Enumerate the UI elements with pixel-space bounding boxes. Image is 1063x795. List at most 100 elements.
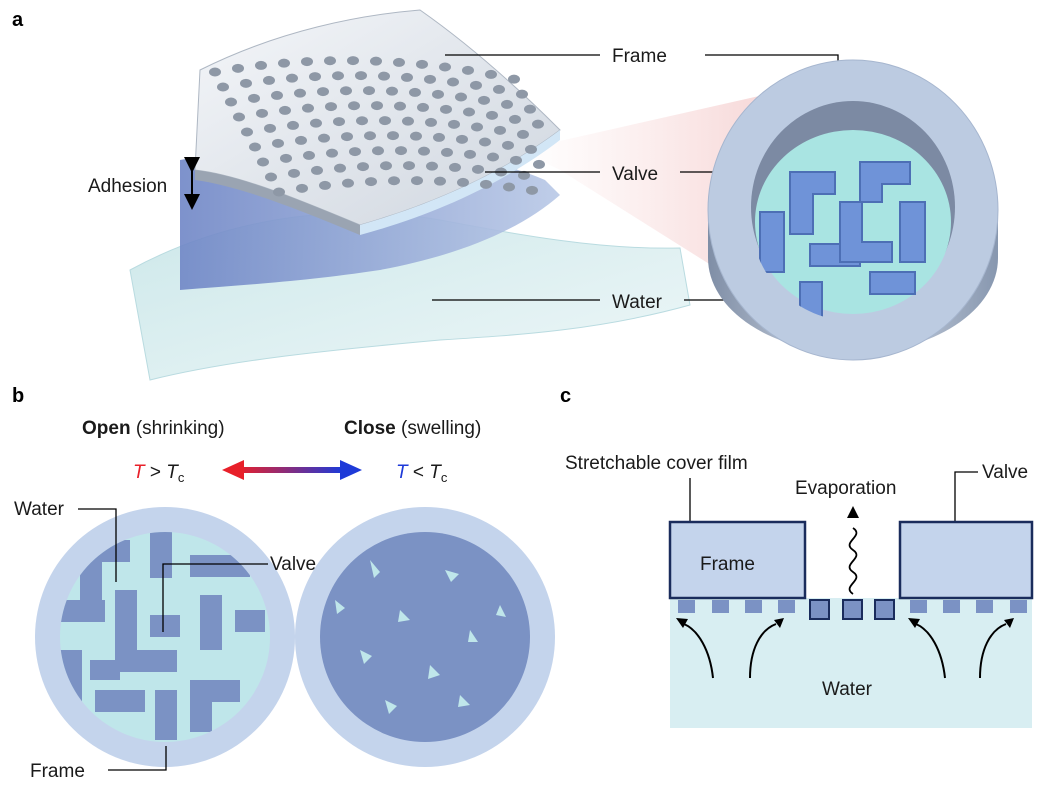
frame-hole [508,74,520,84]
flow-arrows [683,623,1007,679]
frame-hole [409,87,421,97]
evaporation-label: Evaporation [795,478,896,499]
zoom-valve-pattern [759,161,926,321]
water-leader-b [78,508,117,582]
frame-hole [233,112,245,122]
frame-hole [364,131,376,141]
frame-hole [417,102,429,112]
frame-hole [439,62,451,72]
frame-hole [411,176,423,186]
flow-arrow-1 [683,623,714,679]
frame-hole [301,57,313,67]
water-label-b: Water [14,499,65,520]
frame-hole [403,161,415,171]
frame-hole [365,177,377,187]
frame-hole [394,101,406,111]
panel-c-label: c [560,385,571,407]
frame-hole [317,87,329,97]
frame-hole [388,176,400,186]
frame-hole [386,86,398,96]
frame-hole [472,164,484,174]
frame-leader-b [108,746,167,771]
frame-label-a: Frame [612,46,667,67]
frame-hole [263,75,275,85]
flow-arrow-3 [915,623,946,679]
frame-hole [440,104,452,114]
frame-hole [256,108,268,118]
frame-hole [434,176,446,186]
frame-hole [309,72,321,82]
frame-hole [449,162,461,172]
frame-hole [462,65,474,75]
valve-band-left [678,600,795,613]
open-valve-circle [35,507,295,767]
close-rest: (swelling) [396,418,482,439]
frame-hole [456,134,468,144]
frame-hole [324,56,336,66]
frame-hole [432,89,444,99]
frame-hole [296,183,308,193]
frame-hole [463,107,475,117]
frame-label-b: Frame [30,761,85,782]
frame-hole [326,148,338,158]
frame-hole [302,103,314,113]
frame-hole [426,161,438,171]
frame-hole [342,178,354,188]
frame-hole [370,56,382,66]
frame-hole [502,140,514,150]
frame-hole [357,162,369,172]
frame-hole [501,99,513,109]
frame-hole [380,161,392,171]
frame-hole [265,172,277,182]
panel-b-label: b [12,385,24,407]
flow-arrow-4 [979,623,1007,679]
open-T: T [133,462,146,483]
frame-hole [303,150,315,160]
frame-hole [441,147,453,157]
frame-hole [479,137,491,147]
frame-hole [533,159,545,169]
frame-hole [319,180,331,190]
frame-hole [332,71,344,81]
valve-label-c: Valve [982,462,1028,483]
frame-block-left [668,520,807,600]
frame-sheet-edge-right [360,130,560,235]
frame-hole [240,78,252,88]
open-condition: T > Tc [133,462,185,485]
frame-hole [509,114,521,124]
frame-hole [510,155,522,165]
frame-hole [311,165,323,175]
frame-hole [518,170,530,180]
frame-hole [363,86,375,96]
flow-arrow-2 [749,623,777,679]
frame-sheet-edge [195,170,360,235]
close-heading: Close (swelling) [344,418,481,439]
adhesion-label: Adhesion [88,176,167,197]
frame-hole [503,182,515,192]
close-condition: T < Tc [396,462,448,485]
frame-hole [526,185,538,195]
frame-hole [485,69,497,79]
evaporation-arrowhead [847,506,859,518]
frame-hole [532,119,544,129]
frame-hole [402,116,414,126]
valve-label-a: Valve [612,164,658,185]
frame-hole [517,129,529,139]
frame-hole [401,72,413,82]
open-bold: Open [82,418,131,439]
frame-hole [393,57,405,67]
frame-hole [493,84,505,94]
frame-hole [355,71,367,81]
flow-arrowheads [676,618,1014,628]
frame-hole [340,86,352,96]
frame-hole [470,80,482,90]
frame-hole [471,122,483,132]
close-rel: < [408,462,430,483]
frame-hole [448,119,460,129]
close-bold: Close [344,418,396,439]
frame-hole [280,153,292,163]
frame-hole [333,117,345,127]
frame-hole [272,138,284,148]
frame-hole [387,131,399,141]
